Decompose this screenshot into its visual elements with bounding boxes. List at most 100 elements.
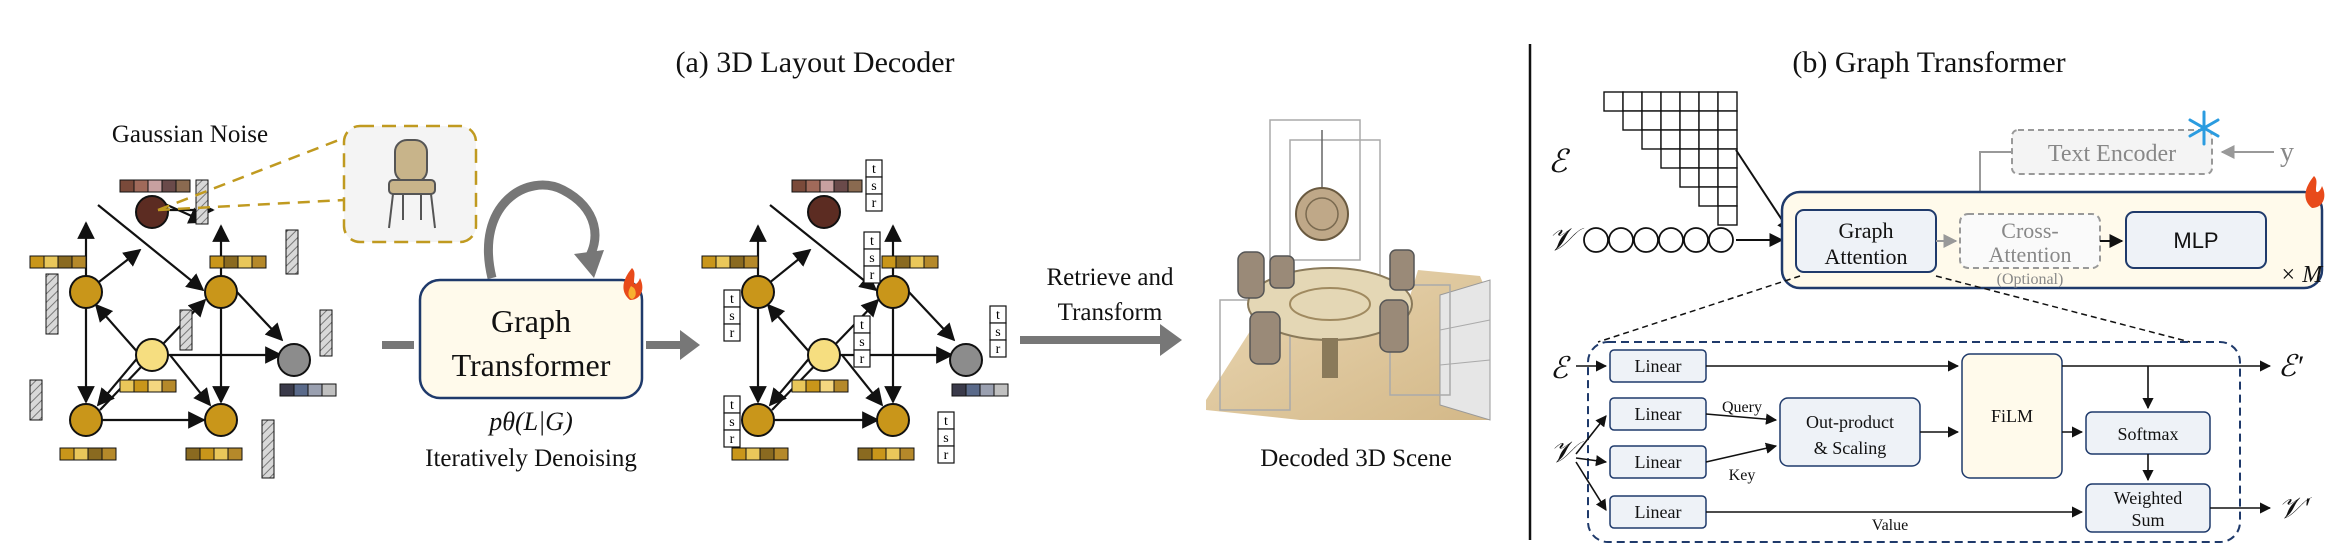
edge-cell: [1717, 167, 1738, 188]
attr-letter: r: [860, 352, 865, 367]
node-gold: [741, 275, 775, 309]
attr-letter: t: [860, 318, 864, 333]
denoise-label: Iteratively Denoising: [425, 445, 637, 472]
mlp-label: MLP: [2173, 228, 2218, 253]
node-gold: [69, 275, 103, 309]
noisy-graph-nodes: [69, 195, 311, 437]
gaussian-noise-label: Gaussian Noise: [112, 121, 268, 148]
edge-cell: [1679, 148, 1700, 169]
attr-cell: [937, 445, 955, 464]
fire-icon: [623, 268, 643, 300]
edge-cell: [1679, 110, 1700, 131]
fire-icon: [2305, 176, 2325, 208]
edge-cell: [1641, 110, 1662, 131]
scene-label: Decoded 3D Scene: [1260, 445, 1452, 472]
film-label: FiLM: [1991, 406, 2033, 426]
detail-node-symbol: 𝒱: [1550, 436, 1584, 469]
chandelier: [1295, 187, 1349, 241]
edge-cell: [1660, 110, 1681, 131]
panel-a-title: (a) 3D Layout Decoder: [675, 46, 954, 79]
edge-cell: [1641, 91, 1662, 112]
edge-cell: [1698, 91, 1719, 112]
edge-cell: [1660, 148, 1681, 169]
graph-attention-detail: [1587, 341, 2241, 543]
retrieve-line1: Retrieve and: [1046, 264, 1174, 291]
transformer-line2: Transformer: [452, 347, 611, 383]
graph-attention-line2: Attention: [1824, 244, 1907, 269]
weighted-line1: Weighted: [2114, 488, 2183, 508]
outproduct-line2: & Scaling: [1814, 438, 1887, 458]
edge-cell: [1660, 91, 1681, 112]
node-gray: [949, 343, 983, 377]
linear-value-label: Linear: [1635, 502, 1682, 522]
attr-letter: s: [869, 251, 874, 266]
edge-cell: [1717, 186, 1738, 207]
edge-cell: [1622, 110, 1643, 131]
edge-cell: [1698, 148, 1719, 169]
node-gray: [277, 343, 311, 377]
retrieve-line2: Transform: [1058, 299, 1163, 326]
detail-blocks: Linear Linear Linear Linear Out-product …: [1609, 349, 2211, 533]
attr-cell: [989, 339, 1007, 358]
attr-letter: r: [996, 342, 1001, 357]
edge-cell: [1641, 129, 1662, 150]
transformer-layer: Graph Attention Cross- Attention (Option…: [1780, 176, 2325, 290]
node-gold: [741, 403, 775, 437]
attr-cell: [853, 349, 871, 368]
edge-symbol: ℰ: [1548, 143, 1571, 179]
attr-letter: r: [730, 432, 735, 447]
noise-attributes: [29, 179, 337, 479]
edge-out-symbol: ℰ′: [2278, 350, 2303, 383]
node-gold: [876, 275, 910, 309]
chair-inset: [157, 124, 478, 244]
node-out-symbol: 𝒱′: [2278, 492, 2312, 525]
edge-cell: [1679, 129, 1700, 150]
key-label: Key: [1729, 467, 1756, 484]
text-input-y: y: [2280, 137, 2294, 168]
linear-query-label: Linear: [1635, 404, 1682, 424]
attr-letter: r: [872, 196, 877, 211]
edge-cell: [1698, 186, 1719, 207]
edge-cell: [1660, 129, 1681, 150]
attr-letter: s: [995, 325, 1000, 340]
graph-attention-line1: Graph: [1839, 218, 1894, 243]
attr-letter: r: [730, 326, 735, 341]
optional-label: (Optional): [1997, 271, 2064, 288]
node-dark: [807, 195, 841, 229]
node-light: [807, 338, 841, 372]
cross-attention-line1: Cross-: [2001, 218, 2058, 243]
outproduct-line1: Out-product: [1806, 412, 1894, 432]
attr-letter: s: [729, 415, 734, 430]
node-symbol: 𝒱: [1548, 221, 1585, 257]
graph-transformer-block: Graph Transformer: [418, 268, 644, 400]
edge-cell: [1698, 110, 1719, 131]
attr-letter: s: [943, 431, 948, 446]
node-gold: [69, 403, 103, 437]
formula: pθ(L|G): [487, 407, 572, 436]
softmax-label: Softmax: [2118, 424, 2179, 444]
text-encoder-label: Text Encoder: [2048, 141, 2176, 167]
node-gold: [204, 403, 238, 437]
transformer-line1: Graph: [491, 303, 571, 339]
edge-cell: [1622, 91, 1643, 112]
attr-letter: r: [870, 268, 875, 283]
node-dark: [135, 195, 169, 229]
film-block: [1961, 353, 2063, 479]
attr-letter: s: [871, 179, 876, 194]
edge-cell: [1698, 129, 1719, 150]
edge-cell: [1679, 91, 1700, 112]
loop-arrow: [483, 180, 600, 280]
attr-letter: t: [944, 414, 948, 429]
node-sequence: [1583, 227, 1734, 253]
text-encoder-block: Text Encoder: [2011, 110, 2220, 175]
edge-cell: [1717, 129, 1738, 150]
edge-cell: [1717, 205, 1738, 226]
weighted-line2: Sum: [2131, 510, 2164, 530]
attr-cell: [723, 429, 741, 448]
node-light: [135, 338, 169, 372]
attr-cell: [863, 265, 881, 284]
edge-cell: [1717, 110, 1738, 131]
attr-cell: [723, 323, 741, 342]
